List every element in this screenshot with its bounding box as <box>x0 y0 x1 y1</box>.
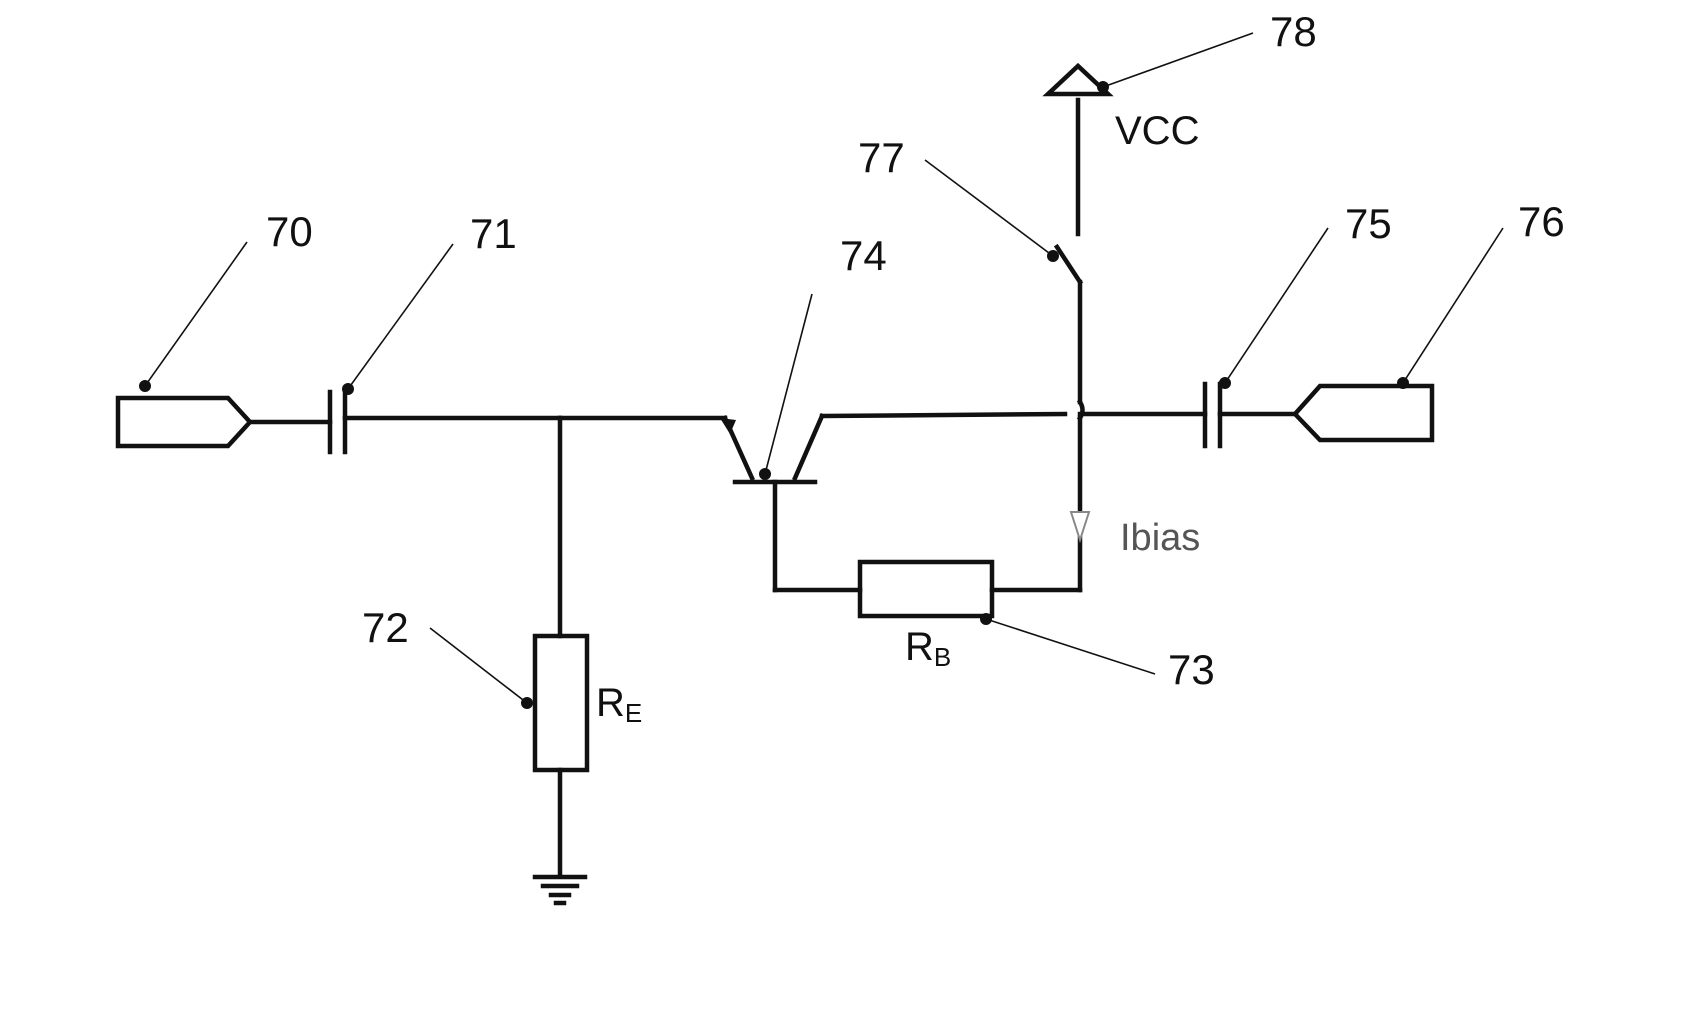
emitter-resistor <box>430 628 587 875</box>
emitter-wire <box>560 418 725 636</box>
input-port <box>118 242 250 446</box>
rb-label: RB <box>905 625 951 672</box>
bias-path <box>1071 282 1089 590</box>
ref-base-resistor: 73 <box>1168 646 1215 693</box>
ref-emitter-resistor: 72 <box>362 604 409 651</box>
input-capacitor <box>250 244 560 452</box>
output-port <box>1295 228 1503 440</box>
supply-terminal <box>1048 33 1253 94</box>
ref-input-capacitor: 71 <box>470 210 517 257</box>
current-arrow-icon <box>1071 512 1089 540</box>
ref-supply: 78 <box>1270 8 1317 55</box>
transistor <box>720 294 1065 590</box>
ibias-label: Ibias <box>1120 517 1200 559</box>
rb-label-sub: B <box>934 642 951 672</box>
vcc-label: VCC <box>1115 109 1199 153</box>
ref-output-port: 76 <box>1518 198 1565 245</box>
ref-input-port: 70 <box>266 208 313 255</box>
base-resistor <box>775 562 1155 674</box>
re-label-main: R <box>596 681 625 725</box>
ref-transistor: 74 <box>840 232 887 279</box>
re-label-sub: E <box>625 698 642 728</box>
output-capacitor <box>1080 228 1328 446</box>
rb-label-main: R <box>905 625 934 669</box>
switch <box>925 100 1080 282</box>
ground-symbol <box>535 877 585 903</box>
ref-output-capacitor: 75 <box>1345 200 1392 247</box>
re-label: RE <box>596 681 642 728</box>
ref-switch: 77 <box>858 134 905 181</box>
